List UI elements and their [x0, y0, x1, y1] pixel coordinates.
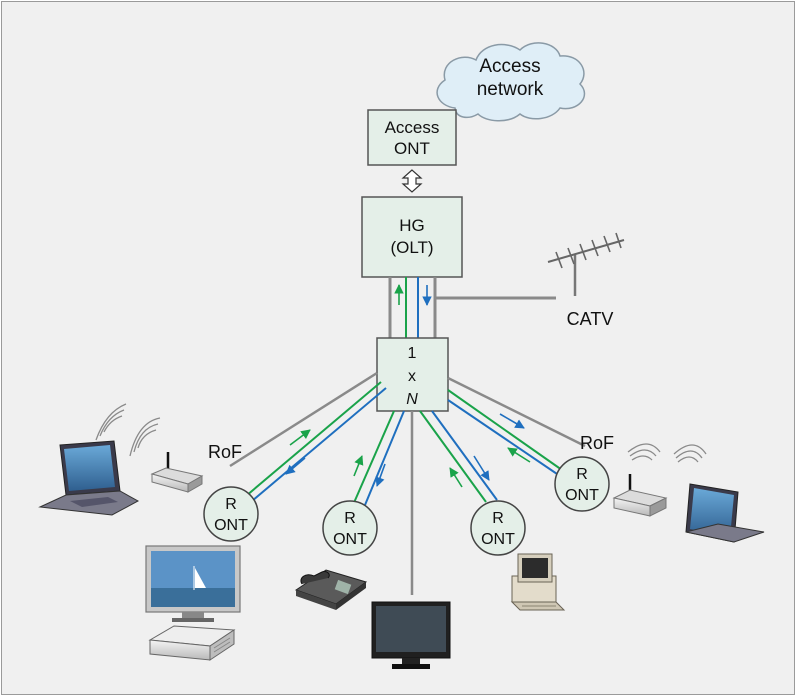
rof-right-label: RoF	[580, 433, 614, 453]
laptop-icon	[38, 440, 140, 516]
rof-right-link	[447, 376, 586, 477]
ont-node-3: R ONT	[470, 500, 526, 556]
hg-olt-box: HG (OLT)	[361, 196, 463, 278]
ont-node-4-line1: R	[576, 466, 588, 483]
ont-node-3-line2: ONT	[481, 531, 515, 548]
ont-node-2-line2: ONT	[333, 531, 367, 548]
rof-left-link	[229, 371, 387, 502]
access-ont-line1: Access	[385, 118, 440, 137]
wifi-waves-icon	[95, 403, 161, 457]
phone-icon	[294, 569, 368, 610]
tv-antenna-icon	[547, 232, 625, 296]
flat-tv-icon	[145, 545, 241, 622]
ont-node-1-line1: R	[225, 496, 237, 513]
access-network-cloud: Access network	[436, 42, 586, 122]
wireless-ap-icon	[150, 452, 204, 493]
ont-node-3-line1: R	[492, 510, 504, 527]
hg-line2: (OLT)	[390, 238, 433, 257]
bidirectional-arrow-icon	[401, 169, 423, 193]
splitter-box: 1 x N	[376, 337, 449, 412]
splitter-line2: x	[408, 368, 416, 385]
ont-node-2-line1: R	[344, 510, 356, 527]
ont-node-4: R ONT	[554, 456, 610, 512]
ont-link-3	[419, 410, 498, 503]
ont-node-1: R ONT	[203, 486, 259, 542]
ont-node-2: R ONT	[322, 500, 378, 556]
splitter-line1: 1	[408, 345, 417, 362]
ont-link-2	[352, 410, 405, 506]
rof-left-label: RoF	[208, 442, 242, 462]
wireless-ap-icon	[612, 474, 668, 517]
ont-node-4-line2: ONT	[565, 487, 599, 504]
access-ont-box: Access ONT	[367, 109, 457, 166]
hg-line1: HG	[399, 216, 425, 235]
desktop-pc-icon	[510, 553, 566, 611]
splitter-line3: N	[406, 391, 418, 408]
catv-label: CATV	[567, 309, 614, 329]
cloud-label-line1: Access	[479, 56, 540, 77]
ont-node-1-line2: ONT	[214, 517, 248, 534]
wifi-waves-icon	[627, 443, 707, 463]
access-ont-line2: ONT	[394, 139, 430, 158]
hg-splitter-links	[388, 277, 556, 338]
set-top-box-icon	[148, 625, 236, 661]
laptop-icon	[685, 483, 765, 543]
cloud-label-line2: network	[477, 79, 544, 100]
flat-tv-icon	[371, 601, 451, 669]
